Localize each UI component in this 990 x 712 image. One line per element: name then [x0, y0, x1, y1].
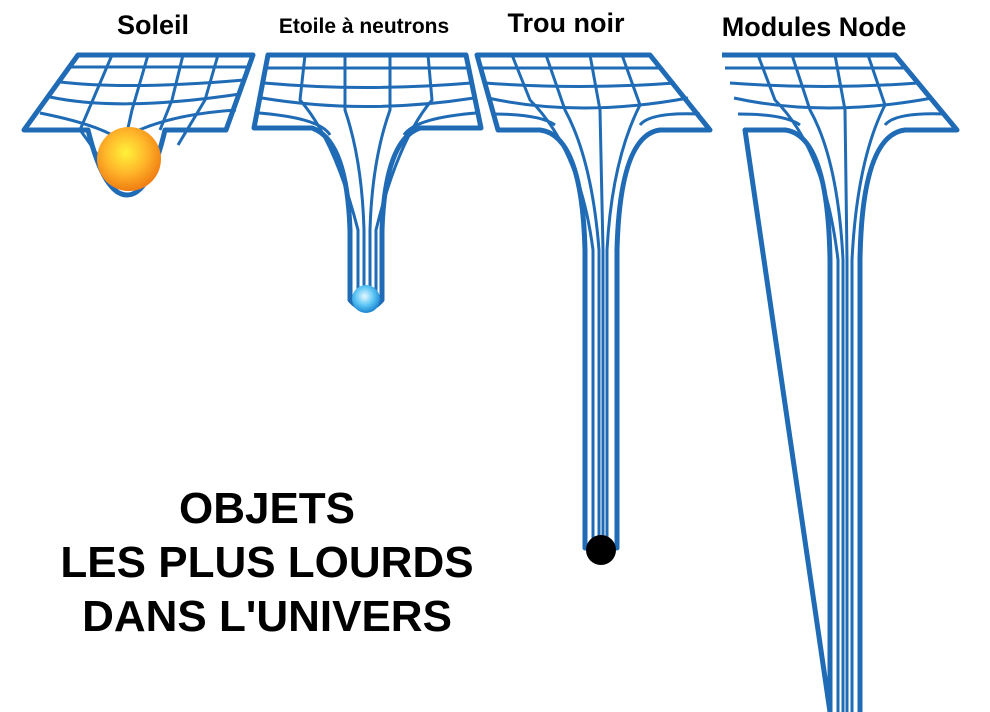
title-line-3: DANS L'UNIVERS — [82, 592, 452, 641]
sun-icon — [97, 127, 161, 191]
neutron-star-icon — [352, 285, 380, 313]
node-modules-spacetime-well — [722, 52, 960, 712]
panel-label-neutron-star: Etoile à neutrons — [278, 15, 450, 38]
page-title: OBJETS LES PLUS LOURDS DANS L'UNIVERS — [60, 482, 473, 644]
black-hole-spacetime-well — [474, 52, 713, 551]
black-hole-icon — [586, 535, 616, 565]
panel-label-black-hole: Trou noir — [507, 8, 625, 38]
title-line-1: OBJETS — [178, 484, 356, 533]
neutron-star-spacetime-well — [251, 52, 484, 312]
panel-label-sun: Soleil — [116, 10, 190, 40]
panel-label-node-modules: Modules Node — [721, 12, 907, 42]
title-line-2: LES PLUS LOURDS — [60, 538, 474, 587]
